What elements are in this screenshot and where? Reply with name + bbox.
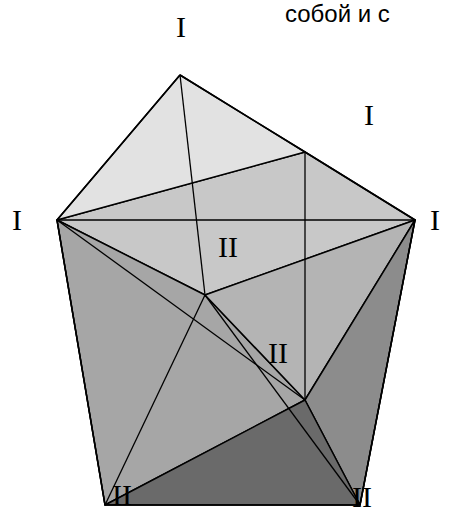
caption-fragment: собой и с — [285, 2, 390, 26]
vertex-label: II — [268, 338, 288, 368]
vertex-label: II — [112, 480, 132, 510]
vertex-label: II — [218, 232, 238, 262]
vertex-label: I — [12, 205, 22, 235]
vertex-label: I — [176, 12, 186, 42]
vertex-label: I — [364, 100, 374, 130]
vertex-label: II — [352, 482, 372, 512]
vertex-label: I — [430, 205, 440, 235]
